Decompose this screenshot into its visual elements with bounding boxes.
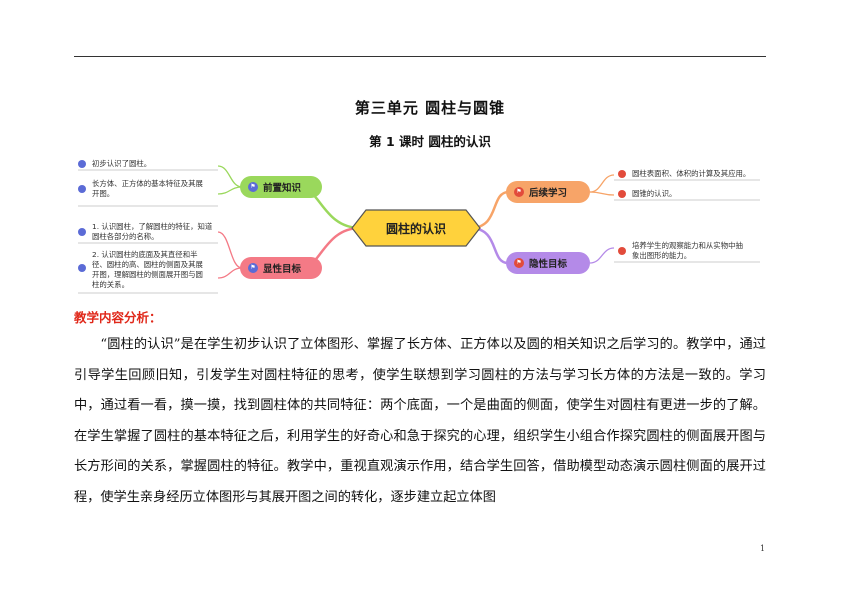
branch-label: 显性目标 [263,264,302,275]
branch-follow-up-learning: ⚑ 后续学习 [506,181,590,203]
mind-map: 圆柱的认识 ⚑ 前置知识 初步认识了圆柱。 长方体、正方体的基本特征及其展开图。… [70,150,770,300]
branch-implicit-goals: ⚑ 隐性目标 [506,252,590,274]
branch-label: 后续学习 [529,188,568,199]
flag-icon: ⚑ [514,187,524,197]
bullet-icon [618,247,626,255]
bullet-icon [78,160,86,168]
page-number: 1 [760,544,766,553]
bullet-icon [78,228,86,236]
section-heading: 教学内容分析： [74,310,162,325]
bullet-icon [618,170,626,178]
bullet-icon [78,185,86,193]
branch-prior-knowledge: ⚑ 前置知识 [240,176,322,198]
center-topic: 圆柱的认识 [385,221,446,236]
branch-label: 隐性目标 [529,259,568,270]
flag-icon: ⚑ [514,258,524,268]
mind-map-connectors [78,165,760,294]
flag-icon: ⚑ [248,263,258,273]
bullet-icon [618,190,626,198]
lesson-subtitle: 第 1 课时 圆柱的认识 [369,134,491,149]
branch-explicit-goals: ⚑ 显性目标 [240,257,322,279]
body-paragraph: “圆柱的认识”是在学生初步认识了立体图形、掌握了长方体、正方体以及圆的相关知识之… [74,337,766,505]
flag-icon: ⚑ [248,182,258,192]
branch-label: 前置知识 [263,183,302,194]
bullet-icon [78,264,86,272]
header-rule [74,56,766,57]
unit-title: 第三单元 圆柱与圆锥 [354,99,506,117]
